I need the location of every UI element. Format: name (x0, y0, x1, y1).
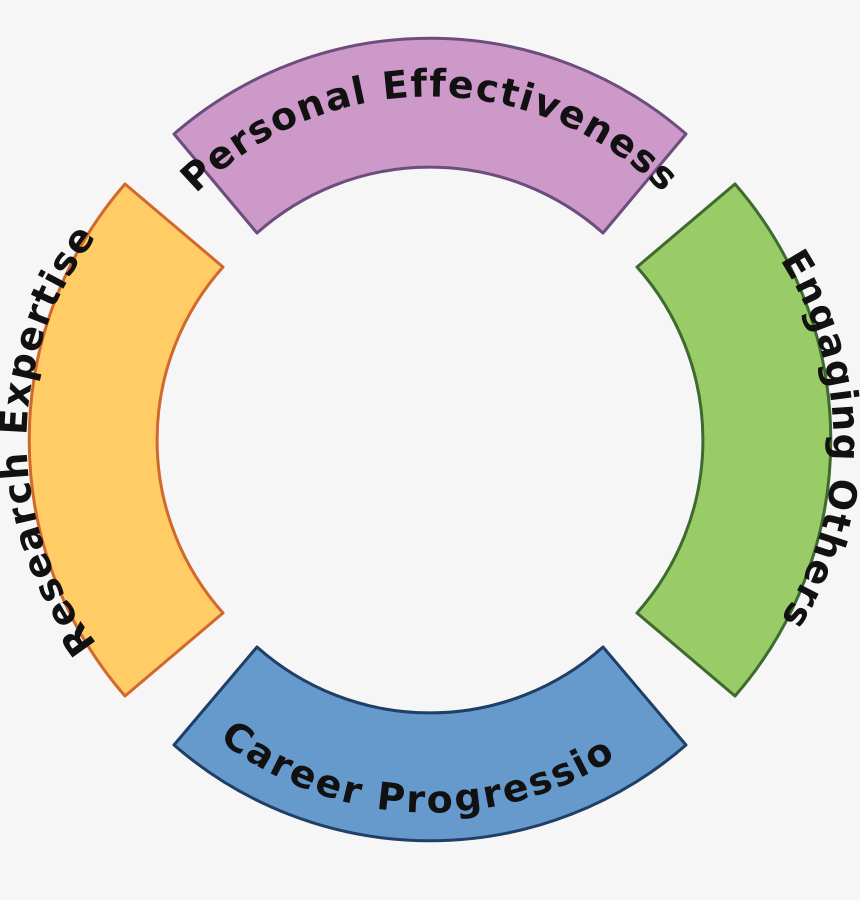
segment-research-expertise: Research Expertise (0, 182, 225, 698)
segment-personal-effectiveness-shape (172, 36, 688, 235)
segment-engaging-others: Engaging Others (635, 182, 860, 698)
segment-career-progression-shape (172, 645, 688, 843)
segment-personal-effectiveness: Personal Effectiveness (172, 36, 688, 235)
segment-research-expertise-shape (27, 182, 225, 698)
segment-engaging-others-shape (635, 182, 833, 698)
